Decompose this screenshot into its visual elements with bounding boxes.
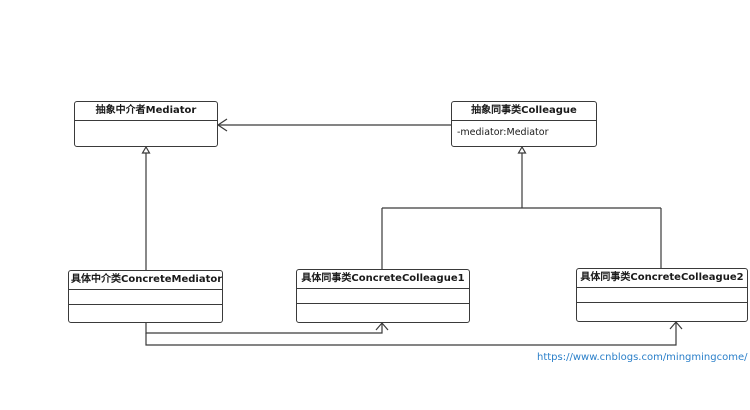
class-attributes [297, 289, 469, 304]
class-name: 抽象同事类Colleague [452, 102, 596, 121]
class-attributes: -mediator:Mediator [457, 127, 549, 138]
association-mediator-to-colleague1 [145, 322, 389, 334]
class-methods [69, 305, 222, 319]
class-methods [297, 304, 469, 318]
class-name: 抽象中介者Mediator [75, 102, 217, 121]
class-concrete-colleague2[interactable]: 具体同事类ConcreteColleague2 [576, 268, 748, 322]
generalization-concrete-mediator [141, 145, 151, 270]
class-name: 具体同事类ConcreteColleague1 [297, 270, 469, 289]
association-mediator-to-colleague2 [145, 321, 683, 346]
class-name: 具体同事类ConcreteColleague2 [577, 269, 747, 288]
class-attributes [75, 121, 217, 146]
class-attributes [577, 288, 747, 303]
class-concrete-colleague1[interactable]: 具体同事类ConcreteColleague1 [296, 269, 470, 323]
class-attributes [69, 290, 222, 305]
class-name: 具体中介类ConcreteMediator [69, 271, 222, 290]
class-concrete-mediator[interactable]: 具体中介类ConcreteMediator [68, 270, 223, 323]
class-abstract-mediator[interactable]: 抽象中介者Mediator [74, 101, 218, 147]
generalization-concrete-colleagues [381, 145, 662, 269]
watermark-url: https://www.cnblogs.com/mingmingcome/ [537, 352, 748, 363]
class-abstract-colleague[interactable]: 抽象同事类Colleague -mediator:Mediator [451, 101, 597, 147]
association-colleague-to-mediator [216, 118, 451, 132]
class-methods [577, 303, 747, 317]
